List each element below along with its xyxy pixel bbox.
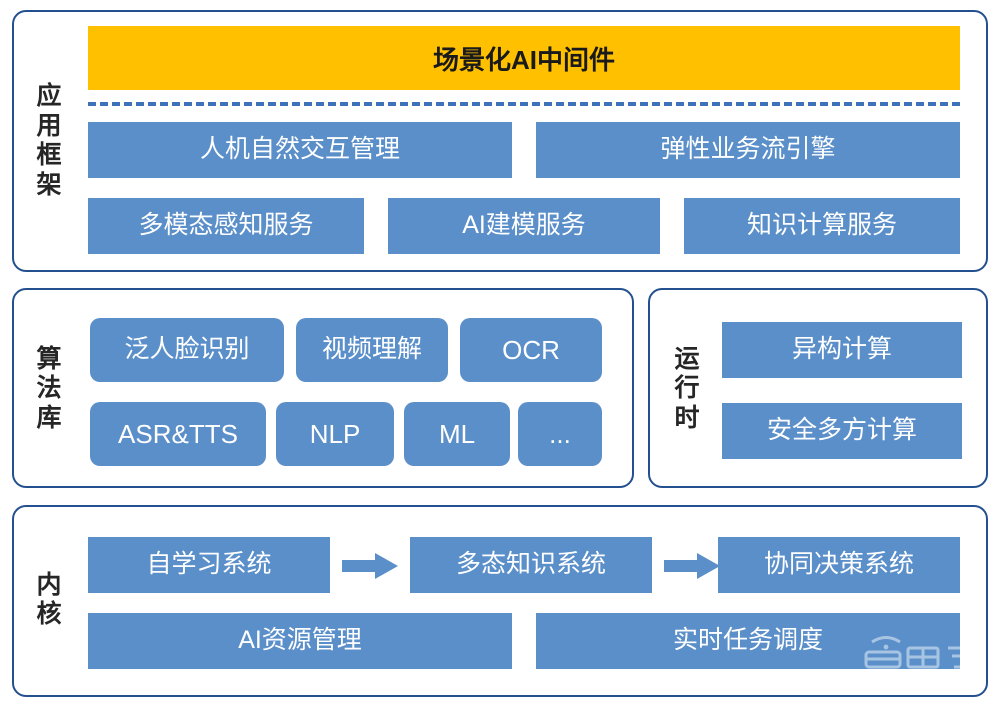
box-heterogeneous-computing[interactable]: 异构计算 <box>722 322 962 378</box>
box-ai-resource-management[interactable]: AI资源管理 <box>88 613 512 669</box>
box-ocr[interactable]: OCR <box>460 318 602 382</box>
section-label-char: 法 <box>36 374 62 403</box>
divider-dashed <box>88 102 960 106</box>
box-ml[interactable]: ML <box>404 402 510 466</box>
banner-scene-ai-middleware: 场景化AI中间件 <box>88 26 960 90</box>
box-video-understanding[interactable]: 视频理解 <box>296 318 448 382</box>
section-label-char: 应 <box>36 82 62 110</box>
box-more-ellipsis[interactable]: ... <box>518 402 602 466</box>
section-label-char: 运 <box>674 344 700 373</box>
section-label-char: 时 <box>674 403 700 432</box>
section-label-char: 用 <box>36 111 62 140</box>
box-collaborative-decision-system[interactable]: 协同决策系统 <box>718 537 960 593</box>
box-ai-modeling-service[interactable]: AI建模服务 <box>388 198 660 254</box>
box-multimodal-knowledge-system[interactable]: 多态知识系统 <box>410 537 652 593</box>
arrow-right-icon <box>342 553 398 579</box>
section-label-application-framework: 应 用 框 架 <box>18 30 80 252</box>
section-label-char: 行 <box>674 374 700 403</box>
section-label-char: 算 <box>36 344 62 373</box>
section-label-algorithm-library: 算 法 库 <box>18 318 80 460</box>
box-face-recognition[interactable]: 泛人脸识别 <box>90 318 284 382</box>
box-elastic-business-flow-engine[interactable]: 弹性业务流引擎 <box>536 122 960 178</box>
arrow-right-icon <box>664 553 720 579</box>
section-label-char: 框 <box>36 141 62 169</box>
box-knowledge-computing-service[interactable]: 知识计算服务 <box>684 198 960 254</box>
section-label-kernel: 内 核 <box>18 545 80 655</box>
section-label-char: 库 <box>36 403 62 432</box>
section-label-char: 内 <box>36 570 62 599</box>
section-label-char: 架 <box>36 170 62 199</box>
box-realtime-task-scheduling[interactable]: 实时任务调度 <box>536 613 960 669</box>
box-multimodal-perception-service[interactable]: 多模态感知服务 <box>88 198 364 254</box>
box-human-machine-interaction-management[interactable]: 人机自然交互管理 <box>88 122 512 178</box>
box-secure-multiparty-computing[interactable]: 安全多方计算 <box>722 403 962 459</box>
section-label-char: 核 <box>36 600 62 628</box>
box-asr-tts[interactable]: ASR&TTS <box>90 402 266 466</box>
box-self-learning-system[interactable]: 自学习系统 <box>88 537 330 593</box>
box-nlp[interactable]: NLP <box>276 402 394 466</box>
section-label-runtime: 运 行 时 <box>656 318 718 460</box>
